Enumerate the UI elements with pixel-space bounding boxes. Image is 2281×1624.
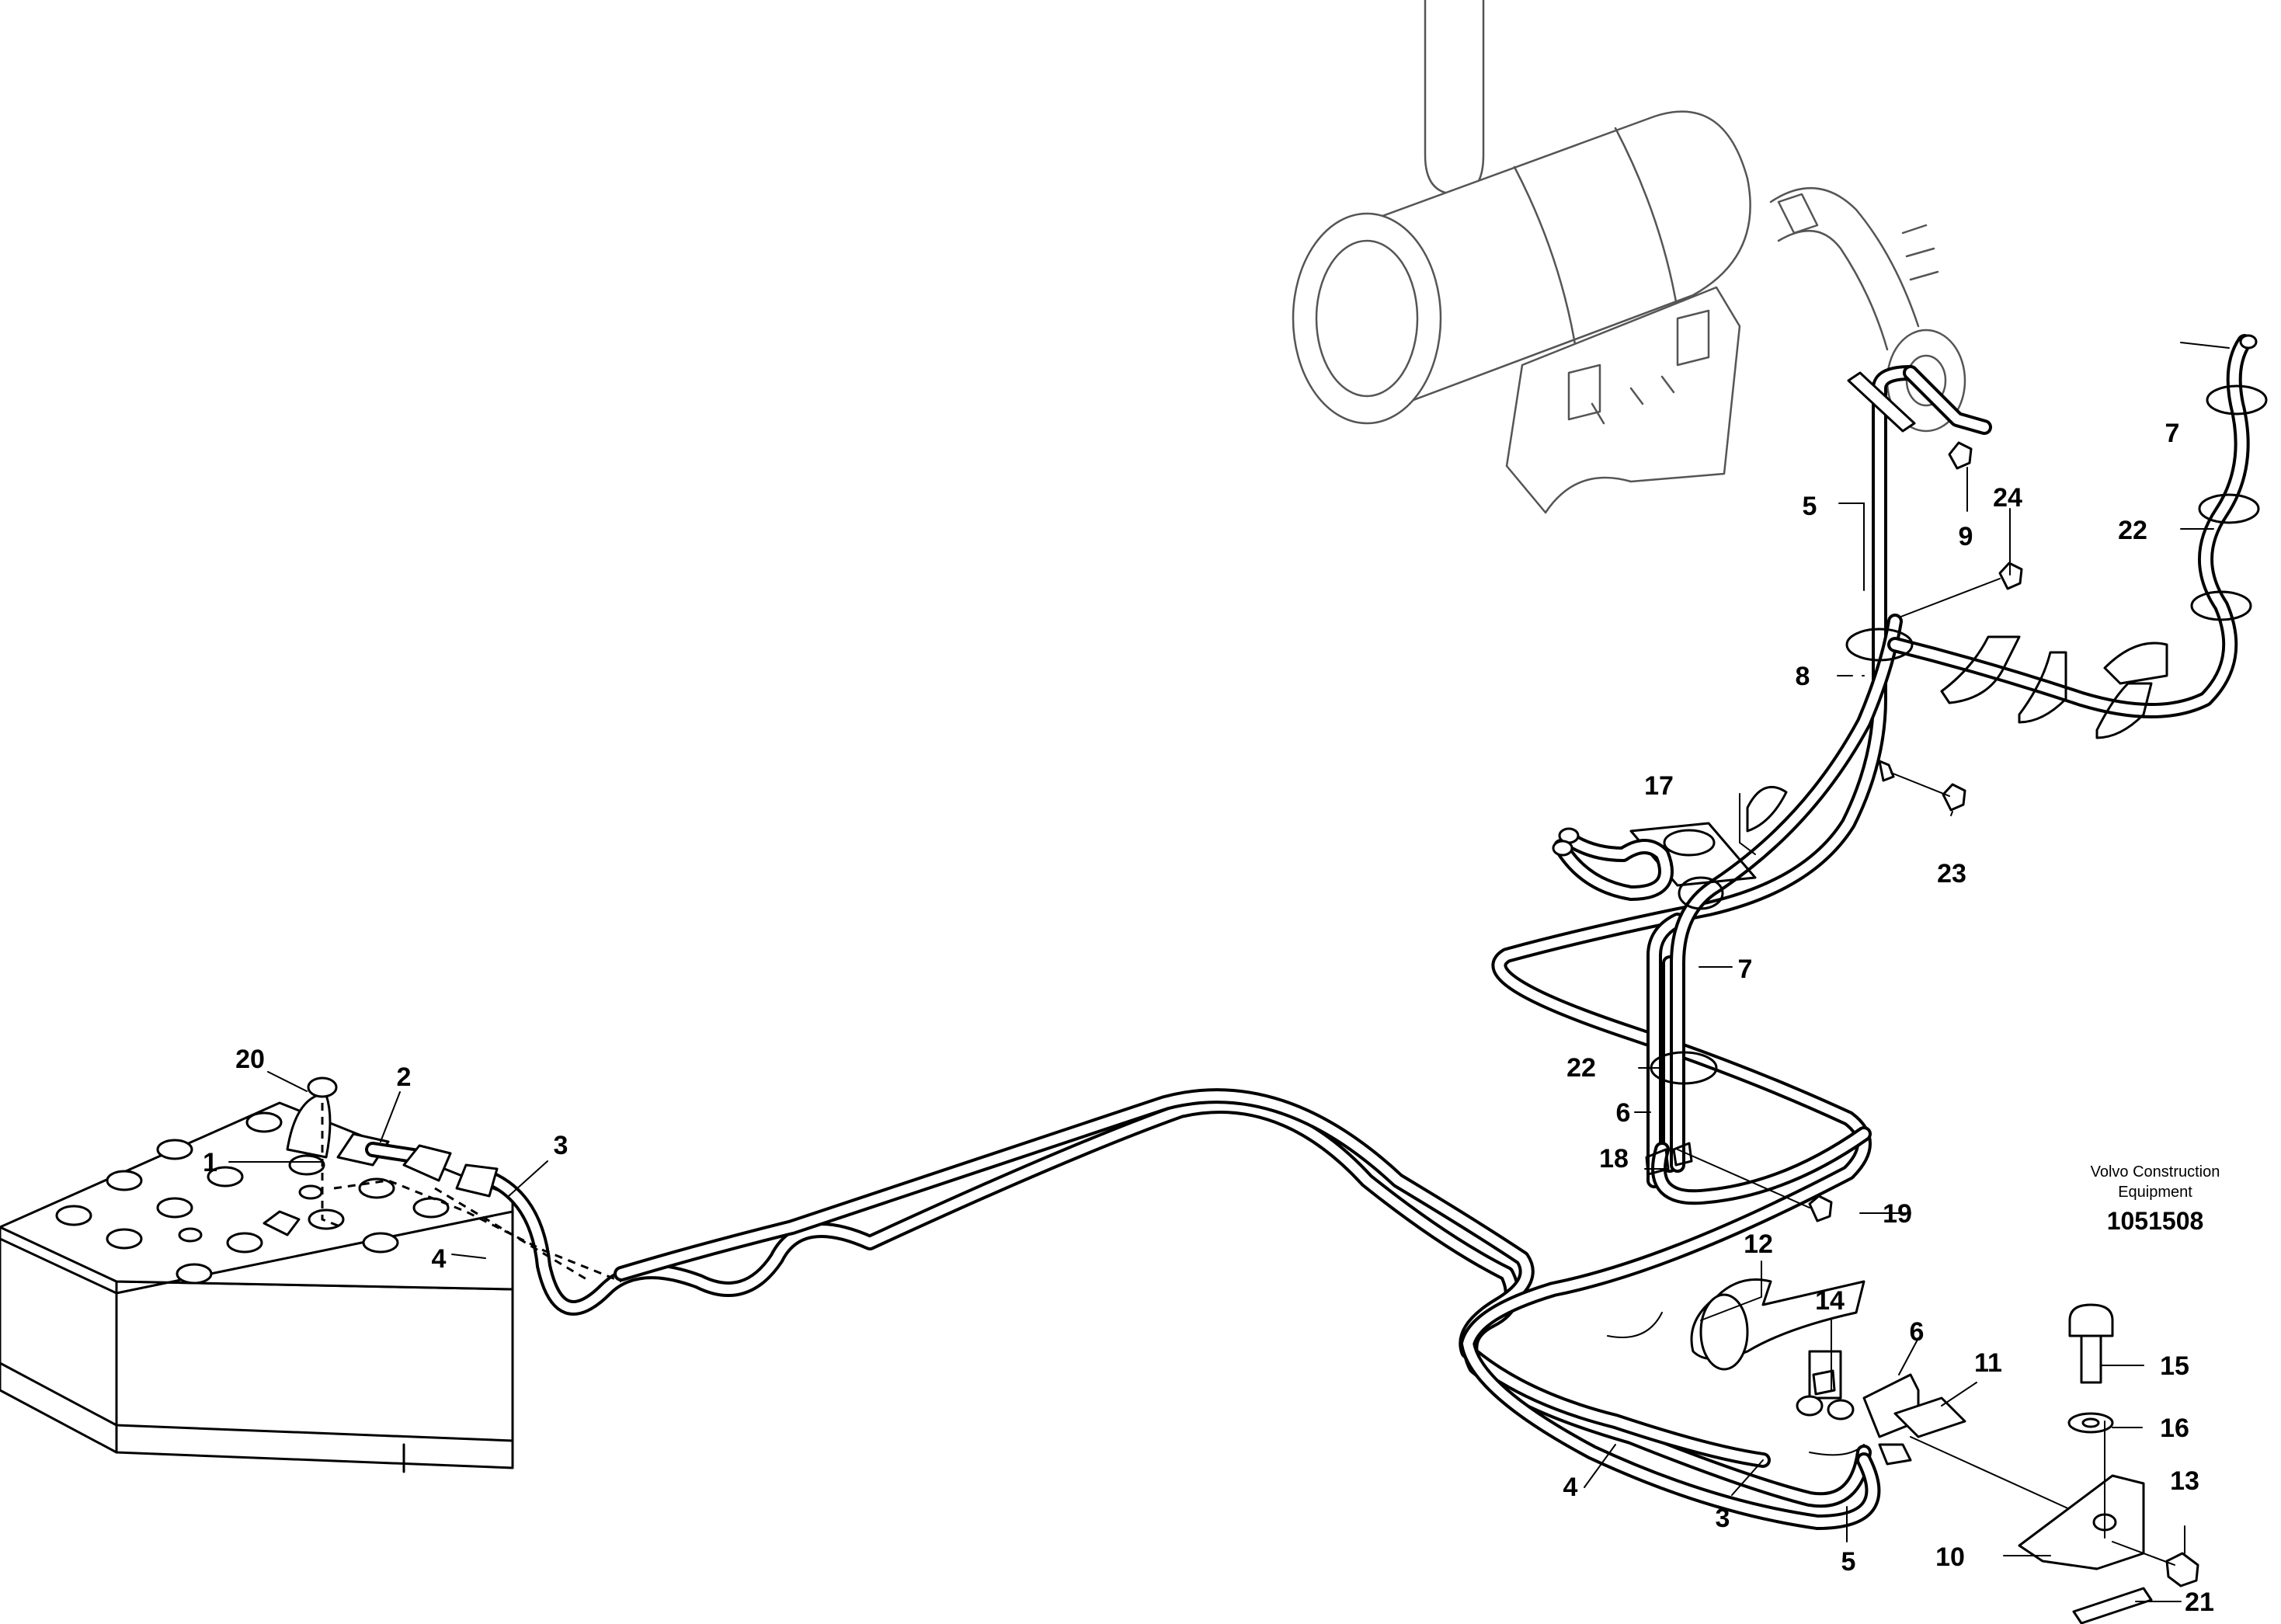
- callout-8: 8: [1796, 662, 1810, 691]
- callout-3-left: 3: [554, 1131, 569, 1160]
- callout-12: 12: [1744, 1229, 1773, 1259]
- hardware-items: [1607, 371, 2023, 1456]
- bracket-assembly: [1690, 1278, 2199, 1624]
- callout-22-center: 22: [1566, 1053, 1596, 1083]
- callout-15: 15: [2160, 1351, 2189, 1381]
- drawing-number: 1051508: [2107, 1207, 2204, 1235]
- cable-harness: [466, 334, 2252, 1530]
- cable-clamps: [1552, 334, 2268, 1176]
- caption-company-line2: Equipment: [2118, 1184, 2192, 1201]
- callout-6-left: 6: [1616, 1098, 1631, 1128]
- callout-6-right: 6: [1910, 1317, 1925, 1347]
- callout-1: 1: [203, 1148, 217, 1177]
- callout-5-top: 5: [1803, 492, 1817, 521]
- callout-14: 14: [1815, 1286, 1845, 1316]
- callout-13: 13: [2170, 1466, 2199, 1496]
- callout-23: 23: [1937, 859, 1966, 889]
- callout-19: 19: [1883, 1199, 1912, 1229]
- callout-7-right: 7: [2165, 419, 2180, 448]
- callout-24: 24: [1993, 483, 2022, 513]
- callout-17: 17: [1644, 771, 1674, 801]
- callout-9: 9: [1959, 522, 1973, 551]
- callout-labels: 1 2 3 3 4 4 5 5 6 6 7 7 8 9 10 11 12 13 …: [203, 419, 2214, 1617]
- callout-4-bottom: 4: [1563, 1473, 1578, 1502]
- caption-company: Volvo Construction: [2091, 1163, 2220, 1181]
- callout-16: 16: [2160, 1414, 2189, 1443]
- callout-20: 20: [235, 1045, 265, 1074]
- callout-4-left: 4: [432, 1244, 447, 1274]
- callout-5-bottom: 5: [1841, 1547, 1856, 1577]
- callout-2: 2: [397, 1062, 412, 1092]
- battery-cell-caps: [55, 1111, 450, 1285]
- battery-terminal-connectors: [263, 1076, 622, 1283]
- callout-22-right: 22: [2118, 516, 2147, 545]
- callout-10: 10: [1935, 1542, 1965, 1572]
- callout-3-bottom: 3: [1716, 1504, 1730, 1533]
- muffler-assembly: [1292, 0, 1966, 514]
- callout-11: 11: [1974, 1348, 2002, 1378]
- drawing-caption: Volvo Construction Equipment 1051508: [2091, 1163, 2220, 1235]
- leader-lines: [228, 342, 2230, 1602]
- callout-7-center: 7: [1738, 955, 1753, 984]
- callout-18: 18: [1599, 1144, 1629, 1174]
- callout-21: 21: [2185, 1587, 2214, 1617]
